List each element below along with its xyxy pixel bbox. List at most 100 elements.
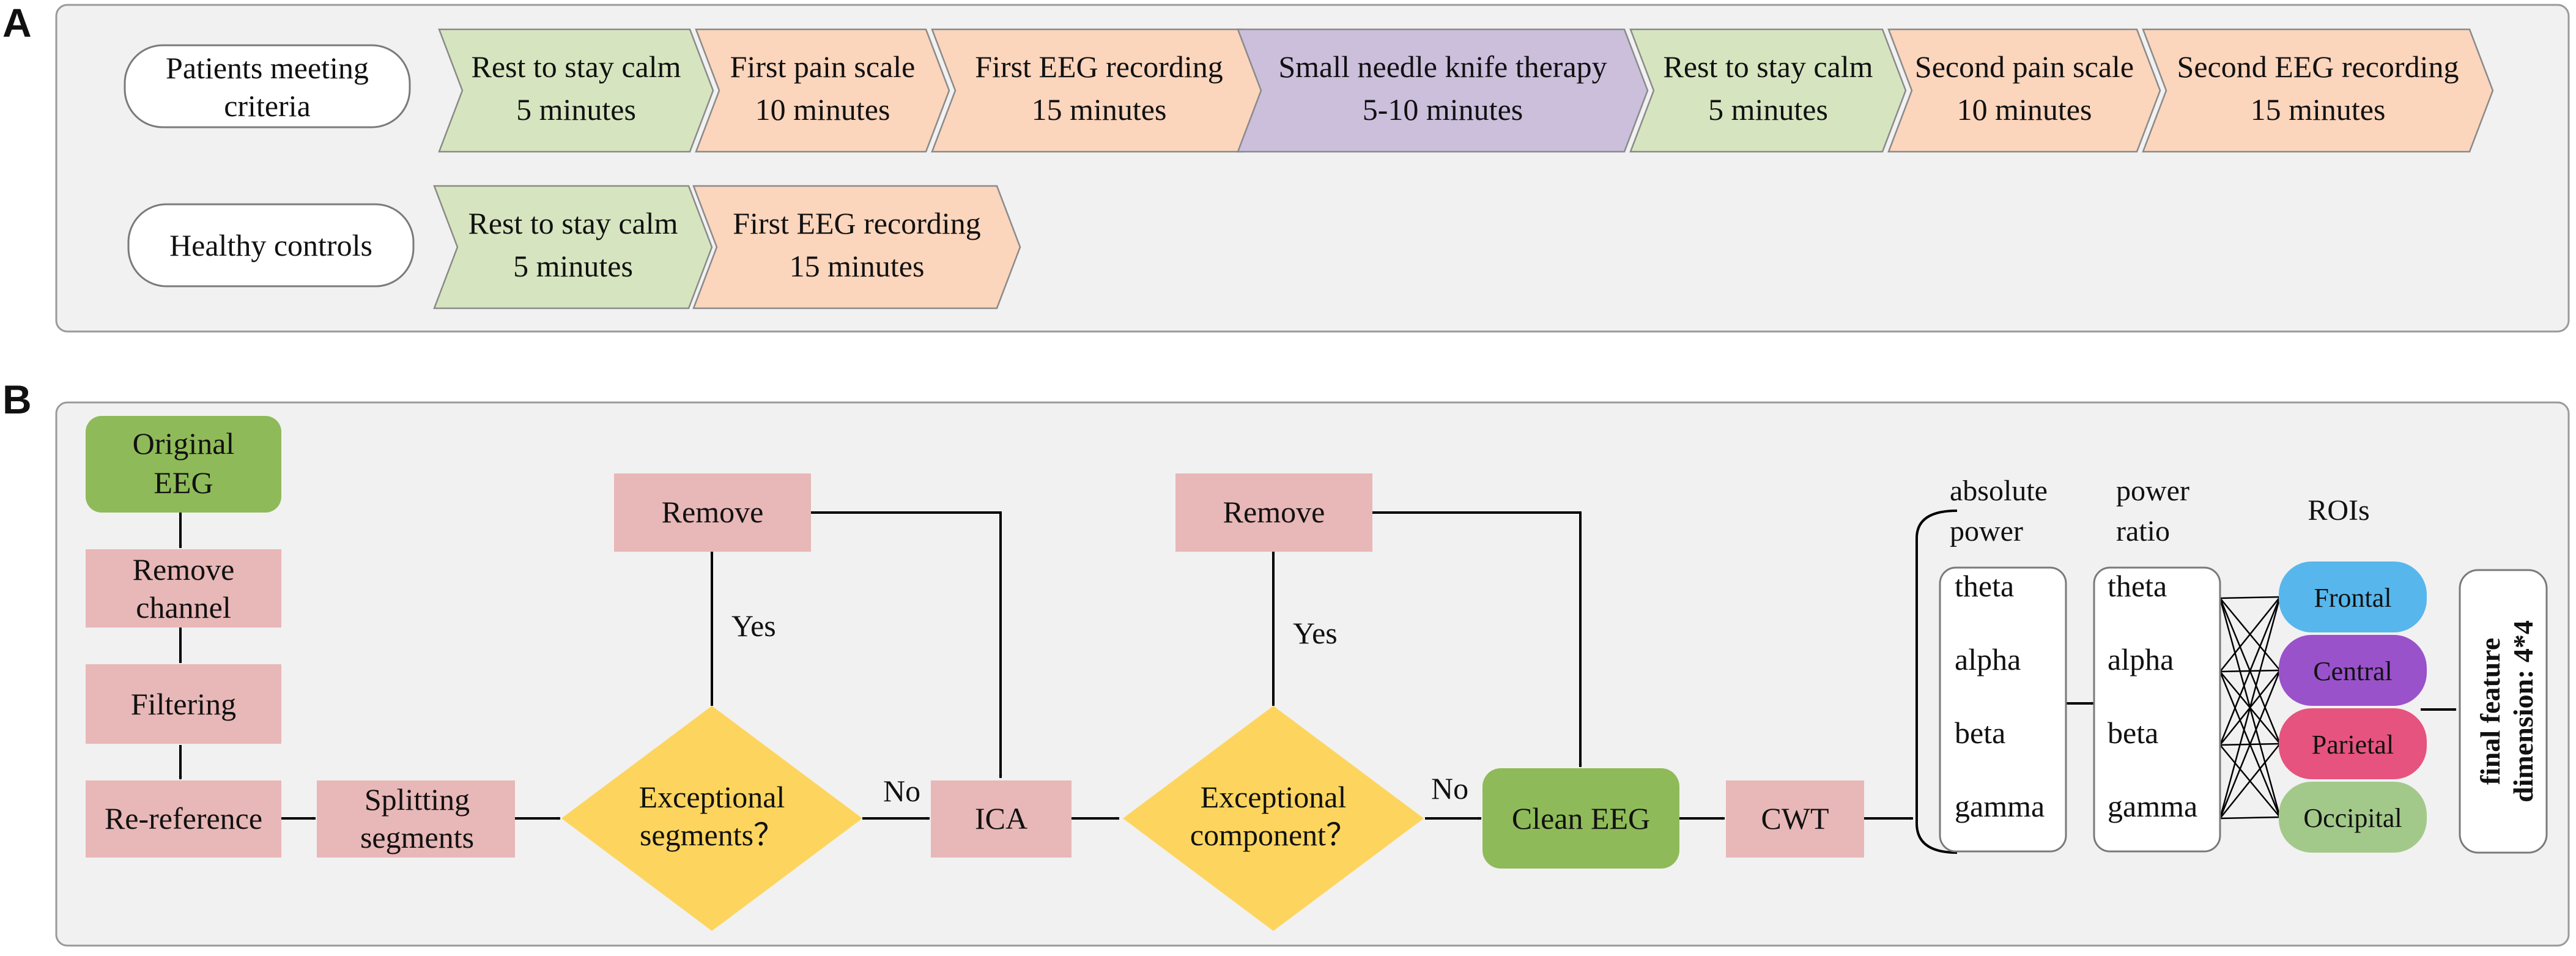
absolute-power-bands: theta alpha beta gamma — [1955, 569, 2045, 823]
remove-channel-line1: Remove — [133, 552, 235, 587]
absolute-power-band-gamma: gamma — [1955, 789, 2045, 823]
power-ratio-box — [2093, 566, 2221, 853]
band-roi-line — [2219, 596, 2281, 746]
absolute-power-band-alpha: alpha — [1955, 642, 2021, 676]
patients-step-title: First EEG recording — [975, 50, 1223, 84]
patients-label-line1: Patients meeting — [166, 51, 369, 85]
power-ratio-line2: ratio — [2116, 515, 2170, 547]
absolute-power-line2: power — [1950, 515, 2023, 547]
original-eeg-line2: EEG — [154, 465, 213, 500]
controls-step-chevron — [433, 185, 713, 309]
decision1-line2: segments？ — [640, 818, 784, 852]
controls-step: Rest to stay calm 5 minutes — [433, 185, 713, 309]
roi-label: Central — [2313, 656, 2393, 686]
patients-step-duration: 10 minutes — [1957, 92, 2092, 127]
power-ratio-band-gamma: gamma — [2108, 789, 2197, 823]
cwt-label: CWT — [1761, 801, 1829, 836]
decision-component-node: Exceptional component？ — [1123, 706, 1424, 931]
cwt-node: CWT — [1726, 780, 1864, 858]
final-feature-line1: final feature — [2474, 638, 2506, 785]
final-feature-node: final feature dimension: 4*4 — [2459, 569, 2548, 854]
controls-label: Healthy controls — [169, 228, 372, 262]
controls-step-chevron — [692, 185, 1021, 309]
roi-occipital: Occipital — [2279, 782, 2427, 853]
controls-step: First EEG recording 15 minutes — [692, 185, 1021, 309]
panel-a-label: A — [2, 0, 32, 45]
patients-step-chevron — [438, 28, 714, 153]
controls-step-duration: 5 minutes — [513, 249, 633, 283]
roi-central: Central — [2279, 635, 2427, 706]
roi-label: Occipital — [2303, 803, 2402, 833]
patients-step: Second EEG recording 15 minutes — [2142, 28, 2494, 153]
patients-step-title: Second pain scale — [1915, 50, 2134, 84]
absolute-power-band-theta: theta — [1955, 569, 2014, 603]
roi-parietal: Parietal — [2279, 708, 2427, 779]
patients-step-duration: 10 minutes — [755, 92, 890, 127]
remove-channel-line2: channel — [136, 590, 231, 624]
decision2-line2: component？ — [1190, 818, 1356, 852]
splitting-node: Splitting segments — [317, 780, 515, 858]
remove1-node: Remove — [614, 473, 811, 552]
roi-label: Parietal — [2312, 730, 2394, 760]
absolute-power-line1: absolute — [1950, 475, 2048, 507]
roi-pill — [2279, 782, 2427, 853]
clean-eeg-node: Clean EEG — [1482, 768, 1679, 869]
roi-pill — [2279, 561, 2427, 632]
roi-label: Frontal — [2314, 583, 2391, 613]
panel-b-label: B — [2, 377, 32, 422]
patients-step-chevron — [931, 28, 1267, 153]
flow-connectors — [179, 509, 2457, 854]
roi-frontal: Frontal — [2279, 561, 2427, 632]
remove2-label: Remove — [1223, 495, 1325, 529]
splitting-line1: Splitting — [365, 782, 470, 817]
remove-channel-node: Remove channel — [86, 549, 281, 628]
decision2-line1: Exceptional — [1201, 780, 1347, 814]
patients-step-chevron — [695, 28, 950, 153]
patients-step: Second pain scale 10 minutes — [1887, 28, 2161, 153]
patients-step: Rest to stay calm 5 minutes — [438, 28, 714, 153]
filtering-node: Filtering — [86, 664, 281, 744]
patients-step-title: Rest to stay calm — [472, 50, 681, 84]
controls-step-title: First EEG recording — [733, 206, 980, 240]
no1-label: No — [883, 774, 920, 808]
band-roi-line — [2219, 596, 2281, 819]
remove2-node: Remove — [1175, 473, 1372, 552]
power-ratio-line1: power — [2116, 475, 2189, 507]
filtering-label: Filtering — [131, 687, 236, 721]
ica-node: ICA — [931, 780, 1071, 858]
remove1-label: Remove — [662, 495, 764, 529]
decision1-line1: Exceptional — [639, 780, 785, 814]
no2-label: No — [1431, 771, 1468, 806]
patients-step-chevron — [1629, 28, 1907, 153]
absolute-power-band-beta: beta — [1955, 716, 2005, 750]
splitting-line2: segments — [360, 820, 474, 854]
power-ratio-band-theta: theta — [2108, 569, 2167, 603]
patients-step-duration: 5 minutes — [516, 92, 636, 127]
arrow-remove2-to-clean — [1372, 511, 1582, 768]
arrow-remove1-to-ica — [811, 511, 1002, 779]
decision-segments-node: Exceptional segments？ — [561, 706, 862, 931]
patients-step-duration: 5-10 minutes — [1363, 92, 1523, 127]
controls-step-duration: 15 minutes — [790, 249, 925, 283]
patients-step-chevron — [1237, 28, 1649, 153]
band-roi-line — [2219, 743, 2281, 819]
clean-eeg-label: Clean EEG — [1512, 801, 1650, 836]
controls-step-title: Rest to stay calm — [468, 206, 678, 240]
patients-step-title: Second EEG recording — [2177, 50, 2459, 84]
roi-pill — [2279, 708, 2427, 779]
band-roi-line — [2219, 670, 2281, 819]
patients-step-chevron — [2142, 28, 2494, 153]
patients-step-duration: 15 minutes — [2251, 92, 2386, 127]
patients-step-duration: 5 minutes — [1708, 92, 1828, 127]
controls-label-box: Healthy controls — [127, 203, 415, 287]
feature-brace — [1915, 509, 1958, 854]
ica-label: ICA — [975, 801, 1027, 836]
band-roi-line — [2219, 816, 2281, 820]
patients-label-box: Patients meeting criteria — [124, 44, 411, 128]
